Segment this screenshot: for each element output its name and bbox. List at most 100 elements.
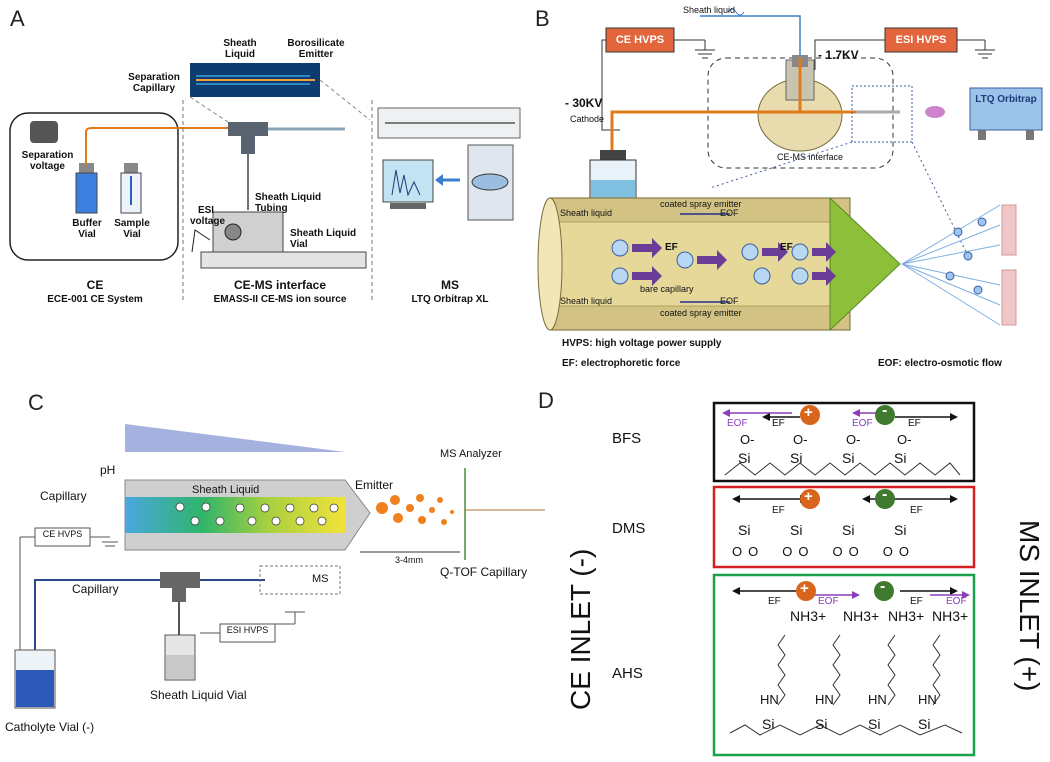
dms-plus-ball (800, 489, 820, 509)
dms-box (712, 485, 976, 569)
dms-ef-1: EF (772, 505, 785, 516)
label-sheath-liquid-vial: Sheath Liquid Vial (290, 228, 357, 250)
label-interface-b: CE-MS interface (776, 152, 844, 162)
label-iface-title: CE-MS interface (233, 278, 327, 292)
label-esi-hvps-c: ESI HVPS (226, 625, 269, 635)
ahs-nh3-4: NH3+ (932, 608, 969, 624)
bfs-si-2: Si (790, 450, 803, 466)
ahs-si-1: Si (762, 716, 775, 732)
separation-capillary-line (85, 127, 228, 165)
label-qtof: Q-TOF Capillary (440, 565, 528, 579)
ahs-ef-2: EF (910, 596, 923, 607)
bfs-ef-2: EF (908, 418, 921, 429)
bfs-plus-ball (800, 405, 820, 425)
label-capillary-lower: Capillary (72, 582, 119, 596)
label-bare-capillary: bare capillary (640, 284, 694, 294)
label-ce-title: CE (86, 278, 104, 292)
panel-b-diagram (537, 8, 1043, 332)
label-bfs: BFS (612, 430, 642, 447)
label-borosilicate-emitter: Borosilicate Emitter (287, 38, 345, 60)
label-sample-vial: Sample Vial (114, 218, 150, 240)
bfs-si-3: Si (842, 450, 855, 466)
bfs-eof-1: EOF (727, 418, 748, 429)
panel-letter-d: D (538, 388, 554, 413)
label-sheath-liquid-c: Sheath Liquid (192, 484, 260, 496)
label-distance: 3-4mm (395, 555, 424, 565)
ahs-minus-sign: - (880, 578, 886, 595)
ahs-plus-ball (796, 581, 816, 601)
ahs-box (712, 573, 976, 757)
label-buffer-vial: Buffer Vial (72, 218, 102, 240)
sample-vial-cap (124, 163, 138, 173)
label-emitter: Emitter (355, 478, 394, 492)
dms-minus-sign: - (882, 486, 888, 503)
label-ltq-orbitrap: LTQ Orbitrap (975, 94, 1037, 105)
label-ef-2: EF (780, 242, 793, 253)
label-iface-sub: EMASS-II CE-MS ion source (213, 294, 347, 305)
ahs-hn-3: HN (868, 692, 887, 707)
label-eof-bottom: EOF (720, 296, 739, 306)
ms-target-bottom (1001, 269, 1017, 326)
label-coated-bottom: coated spray emitter (660, 308, 742, 318)
ahs-eof-1: EOF (818, 596, 839, 607)
label-esi-voltage-b: - 1.7KV (818, 48, 859, 62)
label-ms-c: MS (312, 573, 329, 585)
dms-si-4: Si (894, 522, 907, 538)
label-ms-inlet: MS INLET (+) (1014, 520, 1045, 692)
ce-system-box (9, 112, 179, 261)
emitter-cone (829, 196, 901, 332)
ahs-si-2: Si (815, 716, 828, 732)
dms-plus-sign: + (804, 488, 813, 505)
tee-body (228, 122, 268, 136)
panel-d-diagram (712, 401, 976, 757)
spray-plume (925, 106, 945, 118)
panel-a-diagram (9, 63, 521, 300)
ph-gradient (125, 424, 345, 452)
spray-droplets (376, 494, 454, 525)
label-sheath-top: Sheath liquid (560, 208, 613, 218)
legend-eof: EOF: electro-osmotic flow (878, 358, 1002, 369)
buffer-vial (75, 172, 98, 214)
label-cathode: Cathode (570, 114, 605, 124)
ahs-hn-1: HN (760, 692, 779, 707)
label-sheath-vial-c: Sheath Liquid Vial (150, 688, 247, 702)
dms-ef-2: EF (910, 505, 923, 516)
ahs-ef-1: EF (768, 596, 781, 607)
ahs-plus-sign: + (800, 580, 809, 597)
label-sheath-liquid-b: Sheath liquid (683, 5, 736, 15)
ahs-hn-2: HN (815, 692, 834, 707)
ahs-nh3-2: NH3+ (843, 608, 880, 624)
dms-si-1: Si (738, 522, 751, 538)
ms-target-top (1001, 204, 1017, 256)
esi-hvps-box (884, 27, 958, 53)
ltq-box (969, 87, 1043, 131)
ahs-hn-4: HN (918, 692, 937, 707)
label-ph: pH (100, 463, 116, 477)
label-sheath-bottom: Sheath liquid (560, 296, 613, 306)
ahs-nh3-1: NH3+ (790, 608, 827, 624)
ion-row (611, 239, 809, 285)
legend-hvps: HVPS: high voltage power supply (562, 338, 722, 349)
label-eof-top: EOF (720, 208, 739, 218)
panel-letter-a: A (10, 6, 25, 31)
panel-letter-c: C (28, 390, 44, 415)
separation-zone (125, 497, 345, 533)
label-ef-1: EF (665, 242, 678, 253)
ahs-si-4: Si (918, 716, 931, 732)
label-ce-hvps-c: CE HVPS (42, 529, 83, 539)
label-esi-hvps-b: ESI HVPS (895, 34, 947, 46)
bfs-box (712, 401, 976, 483)
label-sheath-liquid-tubing: Sheath Liquid Tubing (255, 192, 322, 214)
label-coated-top: coated spray emitter (660, 199, 742, 209)
dms-si-2: Si (790, 522, 803, 538)
label-esi-voltage: ESI voltage (190, 205, 226, 227)
ahs-nh3-3: NH3+ (888, 608, 925, 624)
label-ce-sub: ECE-001 CE System (47, 294, 143, 305)
ahs-eof-2: EOF (946, 596, 967, 607)
capillary-line (610, 110, 856, 168)
ahs-si-3: Si (868, 716, 881, 732)
legend-ef: EF: electrophoretic force (562, 358, 681, 369)
panel-c-diagram (14, 424, 545, 709)
voltage-supply (30, 121, 58, 143)
